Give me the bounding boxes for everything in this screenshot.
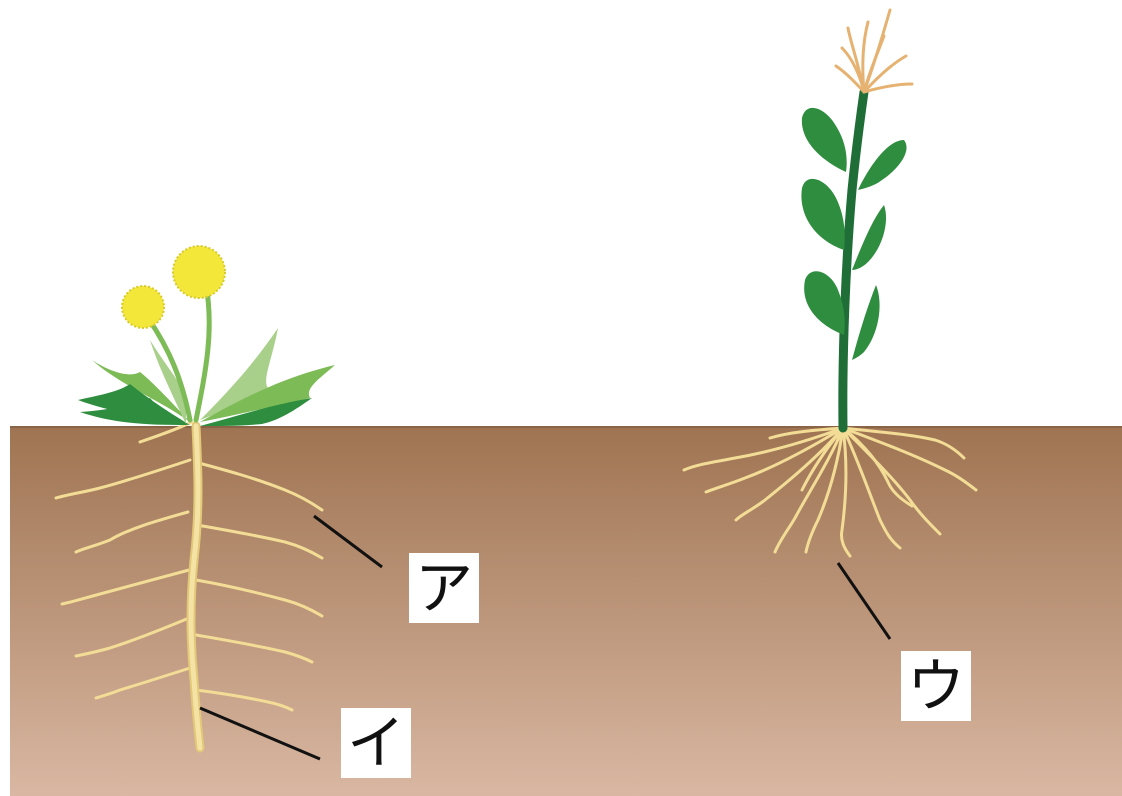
- label-u: ウ: [901, 651, 971, 721]
- corn-tassel: [836, 10, 912, 92]
- flower-stem-right: [196, 285, 209, 420]
- label-i: イ: [341, 708, 411, 778]
- soil-ground: [10, 427, 1122, 796]
- flower-head-large: [173, 246, 225, 298]
- label-a: ア: [409, 553, 479, 623]
- flower-head-small: [122, 286, 164, 328]
